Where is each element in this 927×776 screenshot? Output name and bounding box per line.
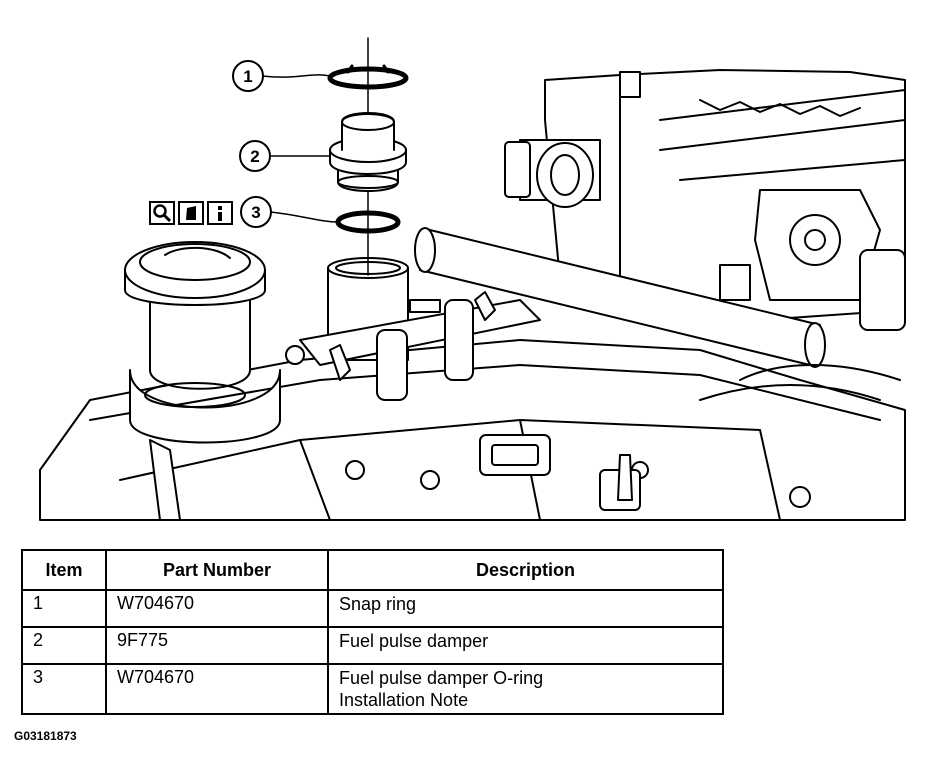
cell-description: Snap ring [327, 589, 724, 628]
cell-part-number: 9F775 [105, 626, 329, 665]
callout-1: 1 [232, 60, 264, 92]
cell-item: 2 [21, 626, 107, 665]
cell-part-number: W704670 [105, 663, 329, 715]
fuel-pulse-damper-part [329, 112, 407, 192]
engine-exploded-diagram: 1 2 3 [39, 37, 906, 521]
note-icon[interactable] [178, 201, 204, 225]
table-row: 1 W704670 Snap ring [21, 589, 724, 628]
cell-description: Fuel pulse damper O-ring Installation No… [327, 663, 724, 715]
header-part-number: Part Number [105, 549, 329, 591]
magnify-icon[interactable] [149, 201, 175, 225]
cell-description: Fuel pulse damper [327, 626, 724, 665]
svg-text:3: 3 [251, 203, 260, 222]
callout-3: 3 [240, 196, 272, 228]
fuel-rail [285, 291, 541, 401]
svg-text:1: 1 [243, 67, 252, 86]
description-line: Fuel pulse damper O-ring [339, 668, 544, 688]
header-item: Item [21, 549, 107, 591]
leader-line-3 [269, 211, 339, 223]
cell-item: 3 [21, 663, 107, 715]
table-row: 2 9F775 Fuel pulse damper [21, 626, 724, 665]
info-icon[interactable] [207, 201, 233, 225]
leader-line-1 [261, 74, 331, 78]
callout-2: 2 [239, 140, 271, 172]
cell-item: 1 [21, 589, 107, 628]
engine-base [39, 339, 906, 521]
header-description: Description [327, 549, 724, 591]
installation-note-link[interactable]: Installation Note [339, 690, 469, 710]
figure-id: G03181873 [14, 729, 77, 743]
throttle-body [504, 69, 906, 331]
description-line: Snap ring [339, 594, 417, 614]
snap-ring-part [327, 64, 409, 90]
table-row: 3 W704670 Fuel pulse damper O-ring Insta… [21, 663, 724, 715]
oil-filler-cap [124, 241, 281, 444]
table-header-row: Item Part Number Description [21, 549, 724, 591]
svg-text:2: 2 [250, 147, 259, 166]
cell-part-number: W704670 [105, 589, 329, 628]
parts-table: Item Part Number Description 1 W704670 S… [21, 549, 724, 715]
description-line: Fuel pulse damper [339, 631, 489, 651]
crossover-tube [414, 227, 901, 401]
